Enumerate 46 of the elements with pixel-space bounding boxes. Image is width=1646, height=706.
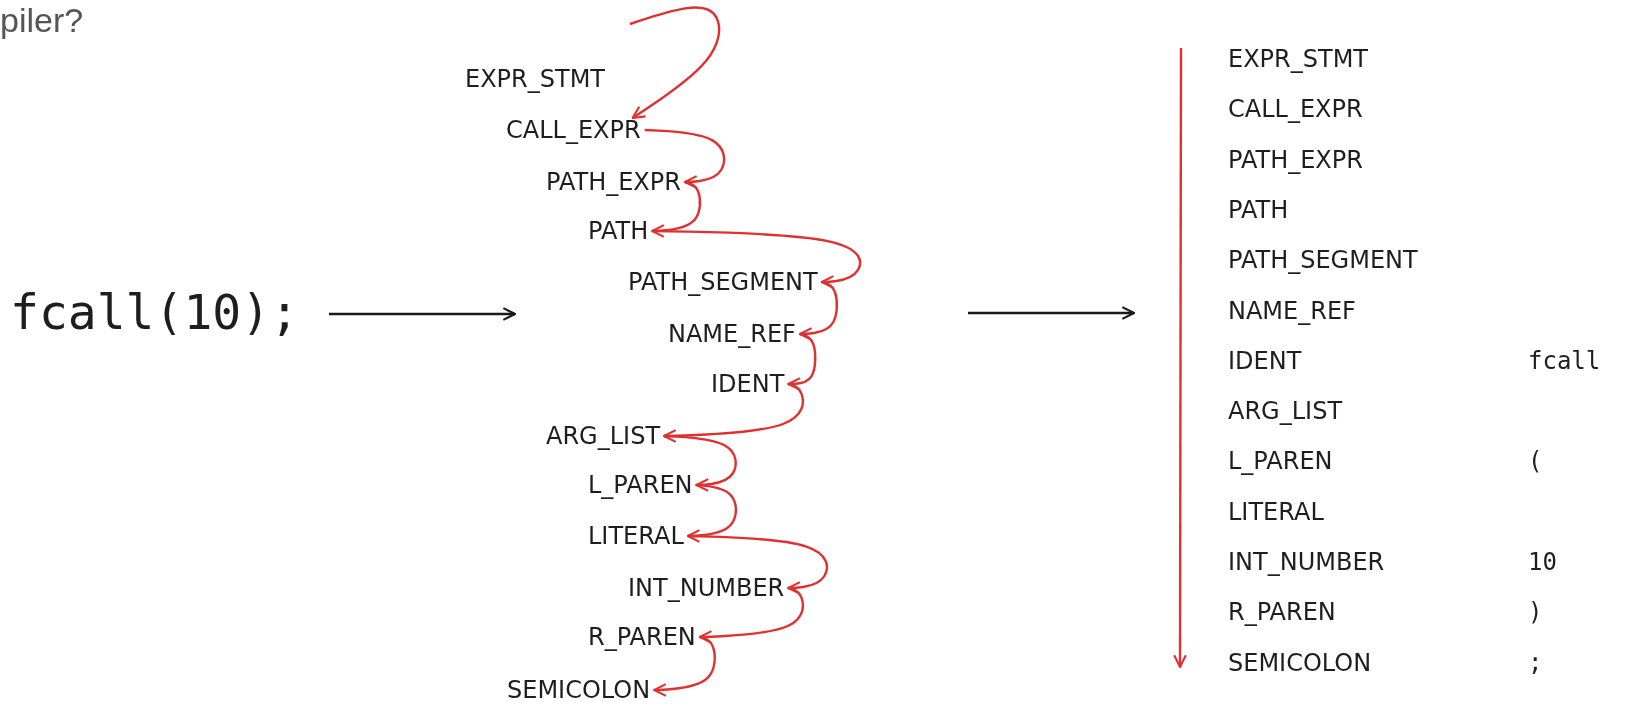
syntax-node-label: PATH [588, 219, 649, 243]
syntax-node-label: EXPR_STMT [465, 67, 605, 91]
arrow [651, 180, 702, 238]
arrow [629, 6, 721, 120]
token-value: ) [1528, 600, 1543, 625]
token-name: IDENT [1228, 348, 1302, 373]
token-name: PATH_SEGMENT [1228, 248, 1418, 273]
arrow [698, 586, 805, 644]
arrow [664, 434, 737, 492]
source-code: fcall(10); [10, 288, 299, 336]
syntax-node-label: IDENT [711, 372, 785, 396]
syntax-node-label: NAME_REF [668, 322, 796, 346]
syntax-node-label: INT_NUMBER [628, 576, 785, 600]
token-value: 10 [1528, 550, 1557, 574]
token-name: R_PAREN [1228, 600, 1336, 625]
syntax-node-label: R_PAREN [588, 625, 696, 649]
arrow [329, 307, 517, 321]
heading-text: piler? [0, 3, 84, 37]
token-value: ( [1528, 449, 1543, 474]
syntax-node-label: ARG_LIST [546, 424, 661, 448]
token-name: LITERAL [1228, 499, 1324, 524]
token-name: CALL_EXPR [1228, 97, 1363, 122]
token-name: PATH_EXPR [1228, 147, 1363, 172]
arrow [686, 483, 737, 543]
token-value: ; [1528, 650, 1543, 675]
arrow [798, 280, 839, 341]
arrow [687, 534, 829, 595]
syntax-node-label: L_PAREN [588, 473, 693, 497]
arrow [644, 128, 726, 189]
token-name: PATH [1228, 197, 1289, 222]
token-name: NAME_REF [1228, 298, 1356, 323]
token-name: INT_NUMBER [1228, 550, 1385, 574]
arrow [663, 382, 804, 443]
token-name: SEMICOLON [1228, 650, 1372, 675]
arrow [653, 635, 716, 697]
arrow [652, 229, 862, 289]
token-name: L_PAREN [1228, 449, 1333, 474]
syntax-node-label: PATH_EXPR [546, 170, 681, 194]
token-name: ARG_LIST [1228, 399, 1343, 424]
syntax-node-label: PATH_SEGMENT [628, 270, 818, 294]
token-name: EXPR_STMT [1228, 47, 1368, 71]
arrow [787, 332, 817, 391]
token-value: fcall [1528, 348, 1601, 373]
syntax-node-label: SEMICOLON [507, 678, 651, 702]
syntax-node-label: CALL_EXPR [506, 118, 641, 142]
syntax-node-label: LITERAL [588, 524, 684, 548]
